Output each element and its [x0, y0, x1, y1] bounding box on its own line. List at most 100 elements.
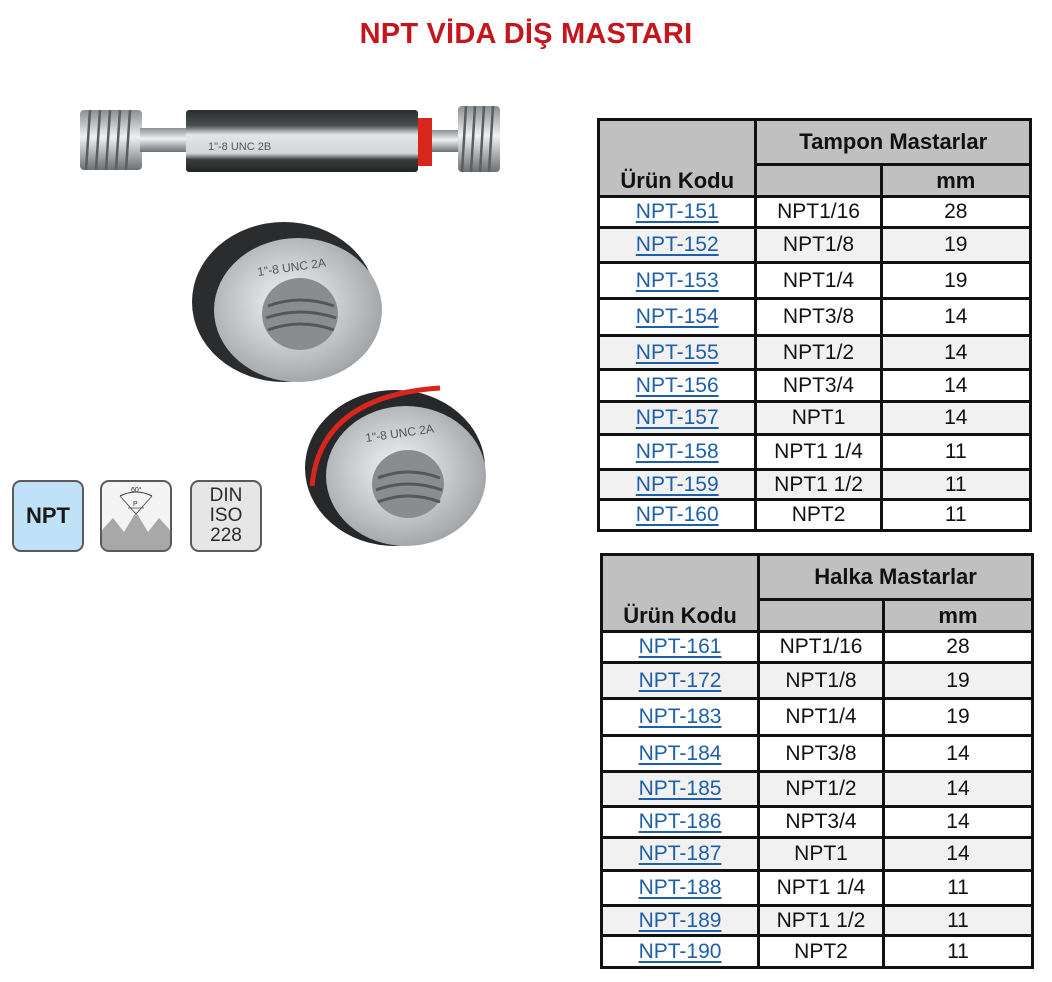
thread-size: NPT1 1/4	[757, 869, 885, 907]
thread-angle-label: 60°	[131, 486, 142, 494]
table-row: NPT-158 NPT1 1/4 11	[596, 433, 1033, 471]
length-mm: 14	[881, 770, 1035, 808]
thread-size: NPT3/8	[757, 734, 885, 773]
thread-size: NPT3/4	[757, 805, 885, 839]
thread-size: NPT1/16	[757, 630, 885, 664]
thread-size: NPT1/4	[754, 261, 883, 300]
product-link[interactable]: NPT-157	[635, 406, 719, 429]
length-mm: 19	[879, 226, 1033, 264]
product-link[interactable]: NPT-156	[635, 373, 719, 397]
length-mm: 11	[879, 498, 1033, 532]
product-link[interactable]: NPT-151	[635, 200, 719, 223]
din-line-1: DIN	[209, 485, 243, 506]
product-link[interactable]: NPT-189	[638, 908, 722, 932]
unit-header: mm	[881, 598, 1035, 633]
thread-size: NPT1/2	[757, 770, 885, 808]
length-mm: 19	[879, 261, 1033, 300]
length-mm: 28	[881, 630, 1035, 664]
product-link[interactable]: NPT-185	[638, 777, 722, 800]
ring-gauge-table: Ürün Kodu Halka Mastarlar mm NPT-161 NPT…	[599, 553, 1035, 969]
thread-size: NPT1/8	[757, 661, 885, 700]
length-mm: 11	[881, 904, 1035, 937]
table-row: NPT-184 NPT3/8 14	[599, 734, 1035, 773]
product-link[interactable]: NPT-158	[635, 440, 719, 463]
table-row: NPT-172 NPT1/8 19	[599, 661, 1035, 700]
product-link[interactable]: NPT-154	[635, 305, 719, 328]
length-mm: 14	[879, 368, 1033, 403]
din-line-2: ISO	[209, 505, 243, 526]
table-row: NPT-151 NPT1/16 28	[596, 195, 1033, 229]
product-link[interactable]: NPT-190	[638, 939, 722, 963]
product-link[interactable]: NPT-184	[638, 741, 722, 765]
length-mm: 14	[881, 836, 1035, 872]
table-row: NPT-160 NPT2 11	[596, 498, 1033, 532]
product-link[interactable]: NPT-188	[638, 876, 722, 899]
din-line-3: 228	[210, 525, 242, 546]
product-link[interactable]: NPT-161	[638, 635, 722, 658]
product-link[interactable]: NPT-186	[638, 810, 722, 833]
length-mm: 11	[881, 869, 1035, 907]
product-link[interactable]: NPT-183	[638, 705, 722, 728]
table-row: NPT-159 NPT1 1/2 11	[596, 468, 1033, 501]
plug-gauge-image: 1"-8 UNC 2B	[80, 105, 500, 173]
size-header	[757, 598, 885, 633]
product-link[interactable]: NPT-187	[638, 842, 722, 865]
group-header: Halka Mastarlar	[757, 553, 1034, 601]
length-mm: 28	[879, 195, 1033, 229]
thread-size: NPT2	[757, 934, 885, 969]
unit-header: mm	[879, 163, 1033, 198]
table-row: NPT-153 NPT1/4 19	[596, 261, 1033, 300]
length-mm: 14	[881, 805, 1035, 839]
table-row: NPT-156 NPT3/4 14	[596, 368, 1033, 403]
thread-size: NPT1 1/4	[754, 433, 883, 471]
table-row: NPT-187 NPT1 14	[599, 836, 1035, 872]
table-row: NPT-155 NPT1/2 14	[596, 334, 1033, 371]
thread-size: NPT1/16	[754, 195, 883, 229]
thread-pitch-label: P	[133, 501, 138, 508]
length-mm: 14	[879, 334, 1033, 371]
product-code-header: Ürün Kodu	[596, 118, 758, 198]
table-row: NPT-189 NPT1 1/2 11	[599, 904, 1035, 937]
product-link[interactable]: NPT-172	[638, 668, 722, 692]
table-row: NPT-190 NPT2 11	[599, 934, 1035, 969]
product-link[interactable]: NPT-159	[635, 472, 719, 496]
thread-angle-icon: 60° P	[102, 486, 170, 550]
plug-gauge-label: 1"-8 UNC 2B	[208, 141, 271, 153]
length-mm: 11	[879, 468, 1033, 501]
table-row: NPT-188 NPT1 1/4 11	[599, 869, 1035, 907]
thread-size: NPT1/2	[754, 334, 883, 371]
product-link[interactable]: NPT-153	[635, 268, 719, 292]
page-title: NPT VİDA DİŞ MASTARI	[359, 18, 693, 50]
table-row: NPT-185 NPT1/2 14	[599, 770, 1035, 808]
thread-size: NPT1 1/2	[754, 468, 883, 501]
npt-badge: NPT	[12, 480, 84, 552]
thread-size: NPT3/4	[754, 368, 883, 403]
thread-size: NPT1 1/2	[757, 904, 885, 937]
table-row: NPT-186 NPT3/4 14	[599, 805, 1035, 839]
thread-profile-icon: 60° P	[100, 480, 172, 552]
group-header: Tampon Mastarlar	[754, 118, 1032, 166]
length-mm: 19	[881, 661, 1035, 700]
product-code-header: Ürün Kodu	[599, 553, 761, 633]
length-mm: 19	[881, 697, 1035, 737]
length-mm: 11	[879, 433, 1033, 471]
table-row: NPT-157 NPT1 14	[596, 400, 1033, 436]
table-row: NPT-183 NPT1/4 19	[599, 697, 1035, 737]
ring-gauge-go-image: 1"-8 UNC 2A	[192, 222, 382, 382]
plug-gauge-table: Ürün Kodu Tampon Mastarlar mm NPT-151 NP…	[596, 118, 1033, 532]
product-link[interactable]: NPT-155	[635, 340, 719, 364]
length-mm: 11	[881, 934, 1035, 969]
table-row: NPT-154 NPT3/8 14	[596, 297, 1033, 337]
thread-size: NPT1/4	[757, 697, 885, 737]
length-mm: 14	[879, 400, 1033, 436]
product-link[interactable]: NPT-160	[635, 503, 719, 526]
product-link[interactable]: NPT-152	[635, 233, 719, 256]
din-iso-228-badge: DIN ISO 228	[190, 480, 262, 552]
ring-gauge-nogo-image: 1"-8 UNC 2A	[305, 385, 486, 546]
thread-size: NPT1	[754, 400, 883, 436]
length-mm: 14	[879, 297, 1033, 337]
thread-size: NPT1/8	[754, 226, 883, 264]
length-mm: 14	[881, 734, 1035, 773]
size-header	[754, 163, 883, 198]
npt-badge-label: NPT	[26, 503, 70, 528]
